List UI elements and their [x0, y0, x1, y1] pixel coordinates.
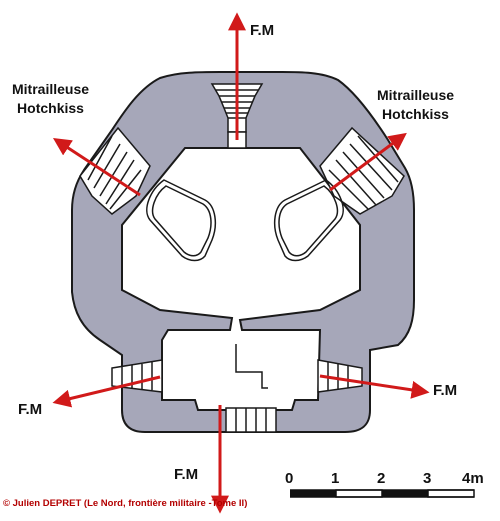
credit-text: © Julien DEPRET (Le Nord, frontière mili…: [3, 498, 248, 509]
arrow-fm-right: [319, 374, 430, 399]
fire-arrows: [52, 12, 430, 514]
label-mitrailleuse-left: Mitrailleuse Hotchkiss: [12, 80, 89, 118]
gun-rail-left: [146, 179, 217, 262]
label-fm-top: F.M: [250, 22, 275, 39]
label-fm-bottom: F.M: [174, 466, 199, 483]
label-mitrailleuse-right-line2: Hotchkiss: [382, 106, 449, 122]
label-mitrailleuse-left-line1: Mitrailleuse: [12, 81, 90, 97]
scale-bar: [290, 489, 475, 498]
gun-rail-right: [273, 179, 344, 262]
interior-partition: [235, 344, 268, 389]
entrance-bottom: [225, 407, 277, 433]
label-mitrailleuse-right-line1: Mitrailleuse: [377, 87, 455, 103]
scale-tick-4m: 4m: [462, 470, 484, 487]
embrasure-upper-right: [319, 126, 405, 215]
arrow-mitrailleuse-right: [329, 132, 407, 192]
arrow-fm-left: [52, 375, 161, 408]
label-mitrailleuse-right: Mitrailleuse Hotchkiss: [377, 86, 454, 124]
scale-tick-1: 1: [331, 470, 340, 487]
scale-tick-2: 2: [377, 470, 386, 487]
label-fm-left: F.M: [18, 401, 43, 418]
scale-tick-3: 3: [423, 470, 432, 487]
embrasure-upper-left: [79, 126, 151, 215]
label-mitrailleuse-left-line2: Hotchkiss: [17, 100, 84, 116]
label-fm-right: F.M: [433, 382, 458, 399]
scale-tick-0: 0: [285, 470, 294, 487]
arrow-mitrailleuse-left: [52, 138, 141, 197]
